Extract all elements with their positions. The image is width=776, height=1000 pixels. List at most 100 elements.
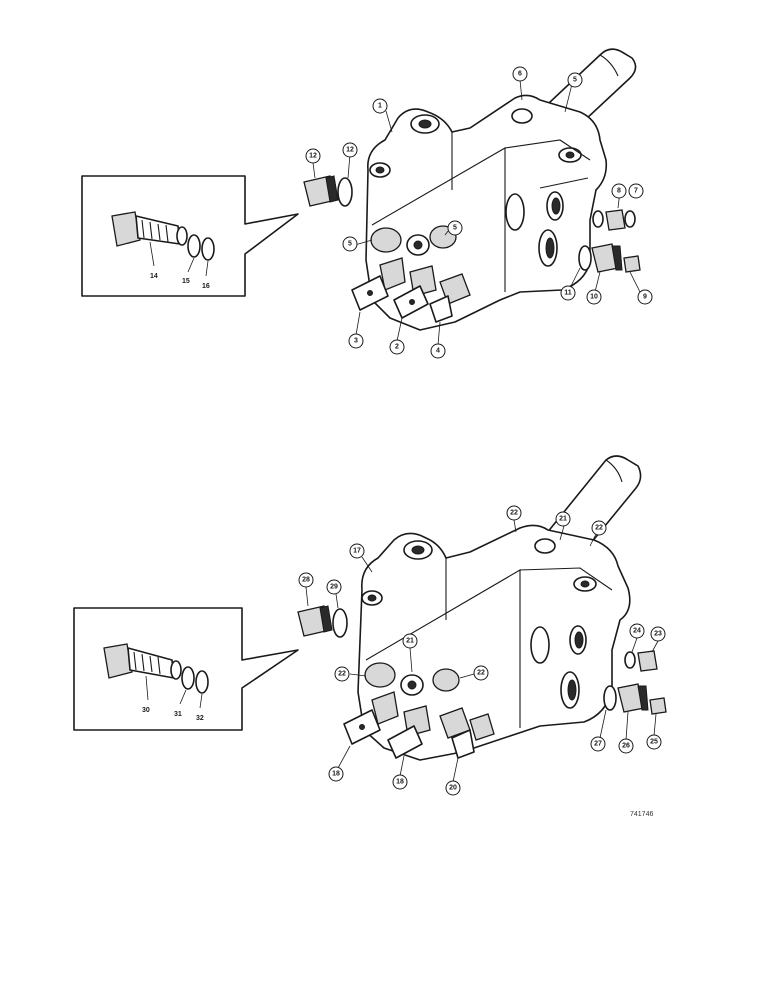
inset-label-15: 15 [182,278,190,285]
inset-label-30: 30 [142,707,150,714]
callout-22c: 22 [506,505,522,521]
callout-8: 8 [611,183,627,199]
svg-text:21: 21 [406,638,414,645]
callout-20: 20 [445,780,461,796]
svg-text:22: 22 [510,510,518,517]
svg-text:28: 28 [302,577,310,584]
callout-18a: 18 [328,766,344,782]
svg-text:10: 10 [590,294,598,301]
callout-2: 2 [389,339,405,355]
upper-left-fittings [303,175,353,207]
inset-o-ring-15 [187,234,201,258]
svg-text:5: 5 [573,77,577,84]
svg-text:9: 9 [643,294,647,301]
svg-text:20: 20 [449,785,457,792]
svg-text:7: 7 [634,188,638,195]
lower-callouts: 17 18 18 20 21 22 21 22 22 22 23 24 25 2… [298,505,666,796]
svg-text:6: 6 [518,71,522,78]
callout-25: 25 [646,734,662,750]
callout-5c: 5 [567,72,583,88]
callout-26: 26 [618,738,634,754]
plug-25 [649,697,667,715]
inset-o-ring-16 [201,237,215,261]
callout-3: 3 [348,333,364,349]
svg-text:22: 22 [338,671,346,678]
svg-text:11: 11 [564,290,572,297]
svg-text:5: 5 [348,241,352,248]
svg-text:26: 26 [622,743,630,750]
lower-right-fittings [603,650,667,715]
callout-5a: 5 [447,220,463,236]
svg-text:22: 22 [477,670,485,677]
upper-valve-assembly [351,48,637,331]
callout-27: 27 [590,736,606,752]
callout-22d: 22 [591,520,607,536]
svg-text:3: 3 [354,338,358,345]
inset-label-16: 16 [202,283,210,290]
callout-22b: 22 [473,665,489,681]
o-ring-24 [624,651,636,669]
figure-id: 741746 [630,811,653,818]
lower-valve-body [357,524,631,761]
svg-text:18: 18 [396,779,404,786]
callout-29: 29 [326,579,342,595]
inset-o-ring-32 [195,670,209,694]
svg-text:18: 18 [332,771,340,778]
callout-7: 7 [628,183,644,199]
svg-text:25: 25 [650,739,658,746]
lower-left-fittings [297,605,348,638]
upper-callouts: 1 2 3 4 5 5 6 5 7 8 9 10 11 12 12 [305,66,653,359]
svg-text:23: 23 [654,631,662,638]
lower-spool-end-middle [387,725,423,759]
callout-24: 24 [629,623,645,639]
callout-10: 10 [586,289,602,305]
plug-23 [637,650,658,672]
callout-13: 12 [342,142,358,158]
callout-5b: 5 [342,236,358,252]
svg-text:24: 24 [633,628,641,635]
callout-12: 12 [305,148,321,164]
o-ring-11 [578,245,592,271]
plug-9 [623,255,641,273]
svg-text:29: 29 [330,584,338,591]
callout-21b: 21 [555,511,571,527]
inset-label-32: 32 [196,715,204,722]
upper-inset-box: 14 15 16 [81,175,299,297]
inset-fitting-30 [103,643,133,679]
svg-text:17: 17 [353,548,361,555]
lower-valve-assembly [343,455,642,761]
lower-inset-box: 30 31 32 [73,607,299,731]
inset-label-31: 31 [174,711,182,718]
svg-text:8: 8 [617,188,621,195]
callout-18b: 18 [392,774,408,790]
o-ring-27 [603,685,617,711]
callout-11: 11 [560,285,576,301]
svg-text:27: 27 [594,741,602,748]
svg-text:4: 4 [436,348,440,355]
callout-28: 28 [298,572,314,588]
svg-text:1: 1 [378,103,382,110]
o-ring-29 [332,608,348,638]
o-ring-8 [592,210,604,228]
svg-text:12: 12 [346,147,354,154]
callout-6: 6 [512,66,528,82]
callout-1: 1 [372,98,388,114]
plug-7 [605,209,626,231]
svg-text:22: 22 [595,525,603,532]
callout-9: 9 [637,289,653,305]
callout-21a: 21 [402,633,418,649]
callout-4: 4 [430,343,446,359]
svg-text:21: 21 [559,516,567,523]
callout-22a: 22 [334,666,350,682]
svg-text:2: 2 [395,344,399,351]
o-ring-13 [337,177,353,207]
svg-text:12: 12 [309,153,317,160]
inset-label-14: 14 [150,273,158,280]
svg-text:5: 5 [453,225,457,232]
callout-17: 17 [349,543,365,559]
inset-o-ring-31 [181,666,195,690]
upper-right-fittings [578,209,641,273]
callout-23: 23 [650,626,666,642]
inset-fitting-14 [111,211,141,247]
